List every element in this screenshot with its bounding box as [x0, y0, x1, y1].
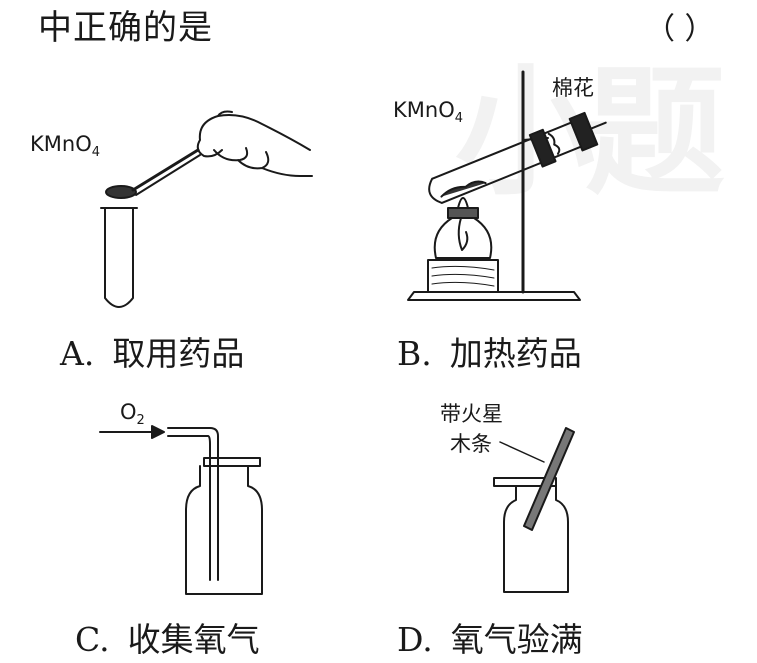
test-tube [104, 207, 134, 308]
spoon-handle [131, 148, 200, 192]
bottle-d [503, 485, 569, 593]
clamp [528, 128, 557, 168]
hand [196, 114, 313, 177]
caption-c: C.收集氧气 [75, 620, 260, 659]
delivery-tube [167, 427, 219, 581]
glass-plate-d [493, 477, 557, 487]
glowing-splint [523, 427, 575, 531]
alcohol-lamp [433, 217, 493, 259]
caption-a: A.取用药品 [60, 334, 245, 373]
rubber-stopper [568, 111, 599, 152]
iron-stand-base [407, 291, 581, 301]
figure-d-drawing [493, 427, 575, 593]
figure-b-drawing [407, 70, 607, 301]
label-kmno4-b: KMnO4 [393, 98, 464, 127]
wooden-block [427, 259, 499, 293]
answer-parenthesis: （ ） [645, 12, 715, 47]
label-splint-line1: 带火星 [440, 402, 503, 426]
figure-a-drawing [100, 110, 313, 308]
label-kmno4-a: KMnO4 [30, 132, 101, 161]
question-text: 中正确的是 [38, 8, 213, 48]
label-cotton: 棉花 [552, 76, 594, 100]
caption-b: B.加热药品 [397, 334, 582, 373]
label-splint-line2: 木条 [450, 432, 492, 456]
gas-collecting-bottle [185, 465, 263, 595]
label-o2: O2 [120, 400, 145, 429]
caption-d: D.氧气验满 [397, 620, 583, 659]
spoon-bowl [105, 185, 137, 199]
figure-c-drawing [99, 425, 263, 595]
heated-test-tube [428, 121, 582, 204]
glass-plate [203, 457, 261, 467]
